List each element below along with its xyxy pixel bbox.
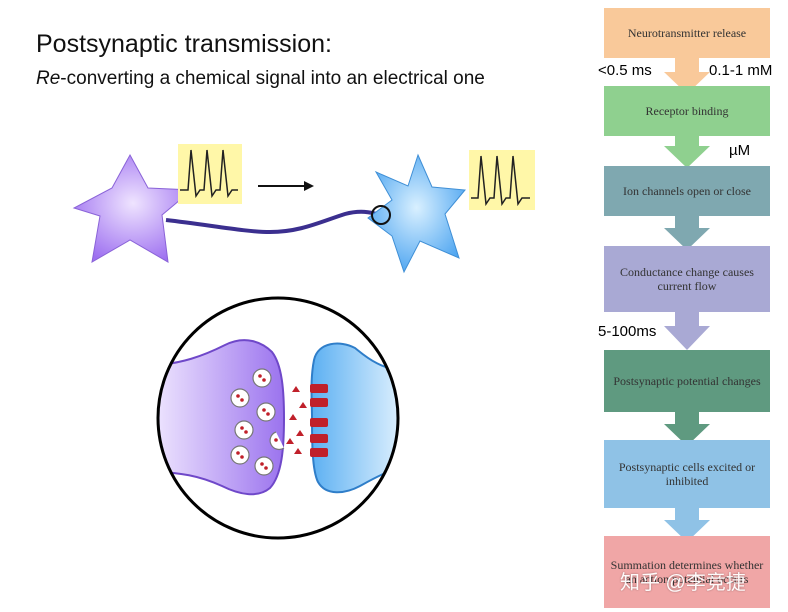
flow-step-summation: Summation determines whether an action p… bbox=[604, 536, 770, 608]
presynaptic-neuron bbox=[72, 153, 194, 263]
postsynaptic-spike-train bbox=[469, 150, 535, 210]
postsynaptic-terminal bbox=[310, 342, 398, 494]
synapse-zoom-view bbox=[156, 296, 400, 540]
label-slow-time: 5-100ms bbox=[598, 323, 657, 340]
flow-step-receptor-binding: Receptor binding bbox=[604, 86, 770, 136]
flowchart-arrows bbox=[664, 58, 710, 542]
presynaptic-terminal bbox=[158, 339, 286, 496]
subtitle-emphasis: Re bbox=[36, 68, 61, 89]
postsynaptic-receptors bbox=[310, 384, 328, 457]
slide-title: Postsynaptic transmission: bbox=[36, 30, 332, 58]
presynaptic-spike-train bbox=[178, 144, 242, 204]
label-high-concentration: 0.1-1 mM bbox=[709, 62, 773, 79]
flow-step-postsynaptic-potential: Postsynaptic potential changes bbox=[604, 350, 770, 412]
flow-step-conductance-change: Conductance change causes current flow bbox=[604, 246, 770, 312]
watermark-text: 知乎 @李竞捷 bbox=[620, 572, 746, 594]
flow-step-cells-excited-or-inhibited: Postsynaptic cells excited or inhibited bbox=[604, 440, 770, 508]
axon bbox=[165, 209, 382, 235]
flow-step-neurotransmitter-release: Neurotransmitter release bbox=[604, 8, 770, 58]
flow-step-ion-channels: Ion channels open or close bbox=[604, 166, 770, 216]
subtitle-text: -converting a chemical signal into an el… bbox=[60, 68, 485, 89]
released-neurotransmitters bbox=[286, 386, 307, 454]
propagation-arrow bbox=[258, 181, 314, 191]
label-low-concentration: µM bbox=[729, 142, 751, 159]
vesicle-contents bbox=[236, 374, 278, 470]
label-fast-time: <0.5 ms bbox=[598, 62, 652, 79]
slide-subtitle: Re-converting a chemical signal into an … bbox=[36, 68, 485, 90]
postsynaptic-neuron bbox=[367, 153, 466, 274]
synaptic-vesicles bbox=[230, 368, 285, 476]
synapse-marker bbox=[371, 205, 391, 225]
